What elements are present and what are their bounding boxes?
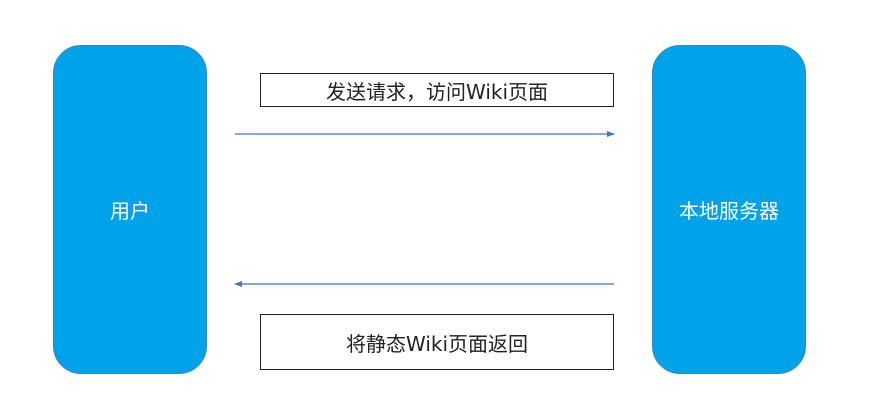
response-label-box: 将静态Wiki页面返回: [260, 314, 614, 370]
user-node-label: 用户: [110, 199, 150, 223]
request-label: 发送请求，访问Wiki页面: [325, 79, 549, 104]
server-node: 本地服务器: [652, 45, 806, 374]
server-node-label: 本地服务器: [679, 199, 779, 223]
user-node: 用户: [53, 45, 207, 374]
response-label: 将静态Wiki页面返回: [345, 331, 529, 356]
request-label-box: 发送请求，访问Wiki页面: [260, 73, 614, 107]
